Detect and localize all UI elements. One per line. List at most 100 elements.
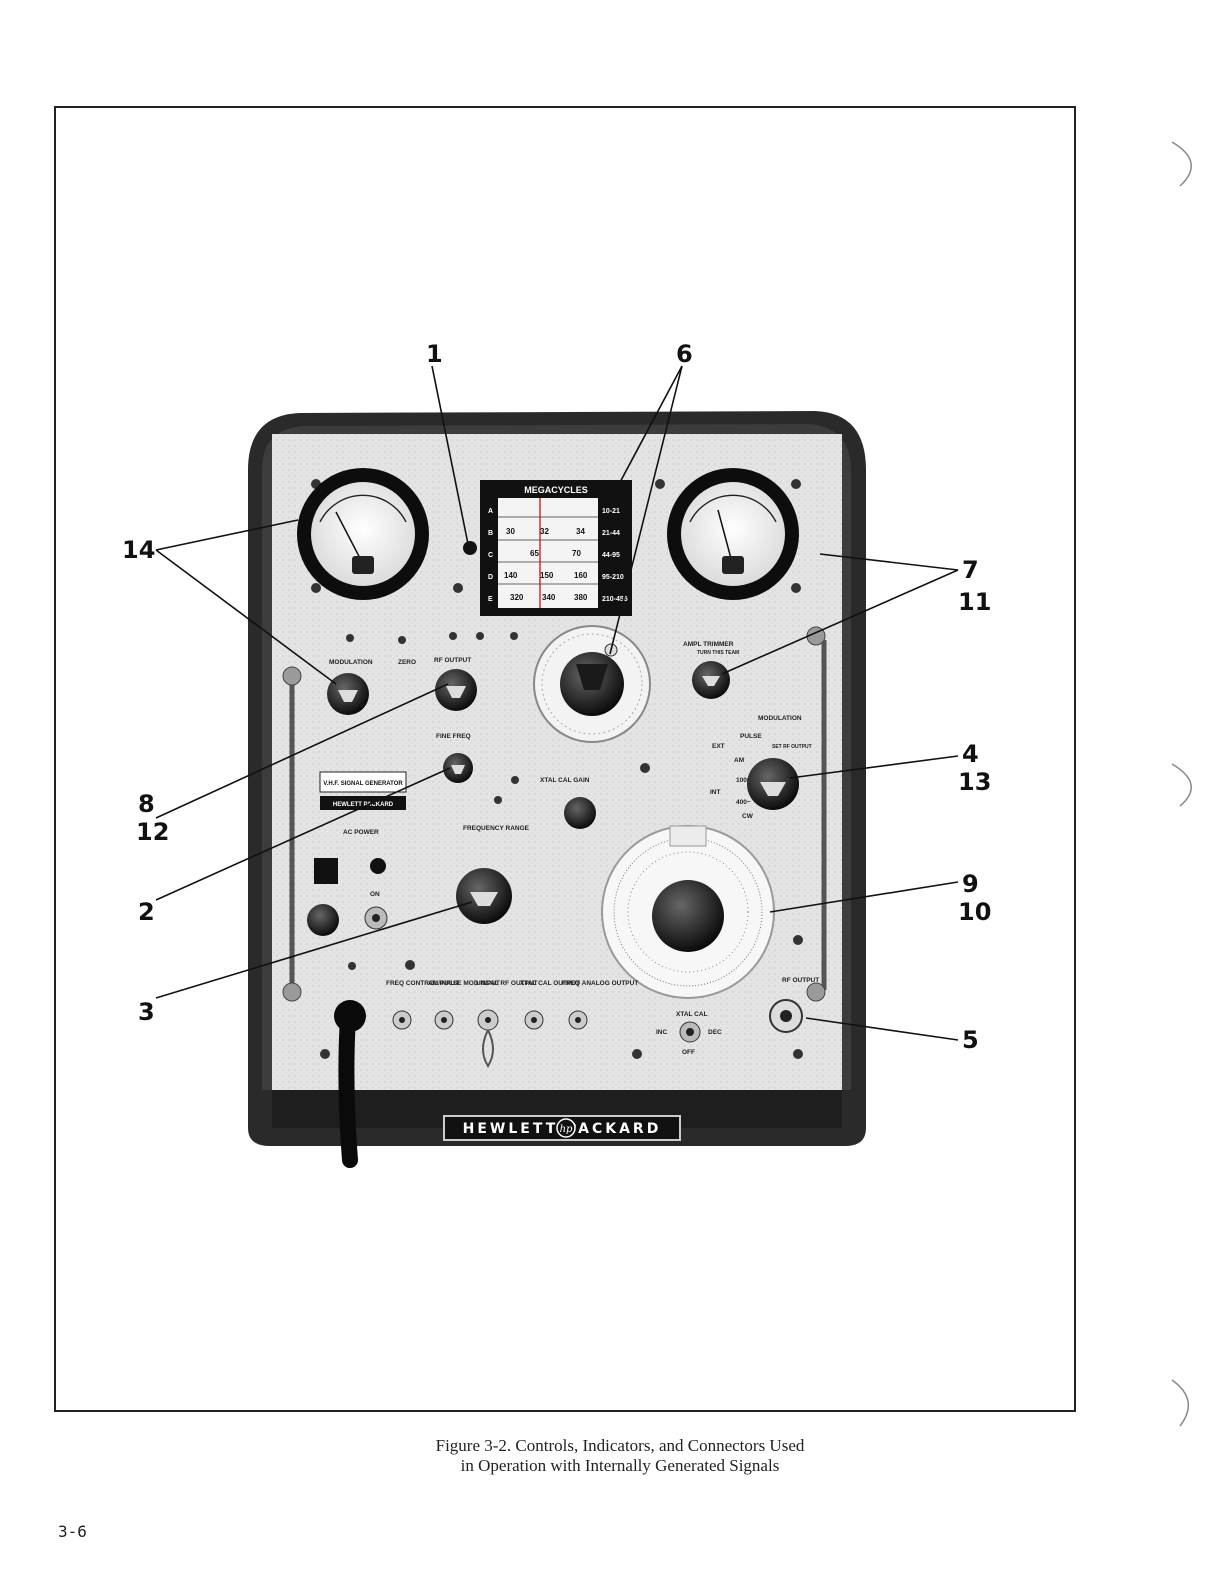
cw-label: CW bbox=[742, 813, 754, 820]
hewlett-packard-badge: HEWLETT PACKARD hp bbox=[443, 1115, 681, 1141]
modulation-right-label: MODULATION bbox=[758, 715, 802, 722]
callout-4: 4 bbox=[962, 740, 979, 768]
band-range-a: 10-21 bbox=[602, 508, 620, 515]
nameplate-line2: HEWLETT PACKARD bbox=[333, 802, 394, 808]
frequency-range-knob[interactable] bbox=[456, 868, 512, 924]
band-range-c: 44-95 bbox=[602, 552, 620, 559]
band-range-d: 95-210 bbox=[602, 574, 624, 581]
modulation-knob[interactable] bbox=[327, 673, 369, 715]
xtal-cal-gain-knob[interactable] bbox=[564, 797, 596, 829]
power-toggle-switch[interactable] bbox=[364, 906, 388, 930]
modulation-selector-knob[interactable] bbox=[747, 758, 799, 810]
frequency-tuning-dial[interactable] bbox=[533, 625, 651, 743]
inc-label: INC bbox=[656, 1029, 668, 1036]
freq-control-input-connector[interactable] bbox=[392, 1010, 412, 1030]
am-label: AM bbox=[734, 757, 744, 764]
rf-output-knob[interactable] bbox=[435, 669, 477, 711]
rf-output-label: RF OUTPUT bbox=[434, 657, 471, 664]
on-label: ON bbox=[370, 891, 380, 898]
callout-12: 12 bbox=[136, 818, 169, 846]
freq-400-label: 400~ bbox=[736, 799, 751, 806]
power-cord bbox=[338, 1010, 358, 1168]
ac-power-fuse[interactable] bbox=[307, 858, 339, 936]
binding-hole-marks bbox=[1171, 141, 1193, 1427]
xtal-cal-output-label: XTAL CAL OUTPUT bbox=[520, 980, 580, 987]
scale-d-1: 140 bbox=[504, 571, 518, 580]
ampl-trimmer-knob[interactable] bbox=[692, 661, 730, 699]
callout-10: 10 bbox=[958, 898, 991, 926]
dec-label: DEC bbox=[708, 1029, 722, 1036]
hp-logo-icon bbox=[556, 1118, 576, 1138]
freq-analog-output-label: FREQ ANALOG OUTPUT bbox=[562, 980, 638, 987]
xtal-cal-output-connector[interactable] bbox=[524, 1010, 544, 1030]
handle-mount-ul bbox=[282, 666, 302, 686]
callout-6: 6 bbox=[676, 340, 693, 368]
modulation-label: MODULATION bbox=[329, 659, 373, 666]
am-pulse-mod-input-label: AM/PULSE MOD INPUT bbox=[428, 980, 500, 987]
rf-output-connector[interactable] bbox=[769, 999, 803, 1033]
power-cord-grommet bbox=[334, 1000, 366, 1032]
meter-zero-screw[interactable] bbox=[463, 541, 477, 555]
callout-8: 8 bbox=[138, 790, 155, 818]
fine-freq-label: FINE FREQ bbox=[436, 733, 471, 740]
band-letter-c: C bbox=[488, 552, 493, 559]
handle-mount-ll bbox=[282, 982, 302, 1002]
page-number: 3-6 bbox=[58, 1522, 87, 1541]
callout-14: 14 bbox=[122, 536, 155, 564]
megacycles-dial-window: MEGACYCLES A B C D E 10-21 21-44 44-95 9… bbox=[480, 480, 632, 616]
pulse-label: PULSE bbox=[740, 733, 762, 740]
output-meter bbox=[667, 468, 799, 600]
meter-needle bbox=[335, 511, 364, 565]
ext-label: EXT bbox=[712, 743, 725, 750]
callout-leader-lines bbox=[155, 365, 959, 1041]
handle-mount-lr bbox=[806, 982, 826, 1002]
band-letter-e: E bbox=[488, 596, 493, 603]
off-label: OFF bbox=[682, 1049, 695, 1056]
scale-b-2: 32 bbox=[540, 527, 549, 536]
callout-3: 3 bbox=[138, 998, 155, 1026]
band-letter-a: A bbox=[488, 508, 493, 515]
rf-output-right-label: RF OUTPUT bbox=[782, 977, 819, 984]
am-pulse-mod-input-connector[interactable] bbox=[434, 1010, 454, 1030]
frequency-range-label: FREQUENCY RANGE bbox=[463, 825, 530, 832]
scale-d-3: 160 bbox=[574, 571, 588, 580]
ampl-trimmer-sub: TURN THIS TEAM bbox=[697, 650, 739, 656]
callout-11: 11 bbox=[958, 588, 991, 616]
nameplate-line1: V.H.F. SIGNAL GENERATOR bbox=[323, 781, 403, 787]
percent-modulation-meter bbox=[297, 468, 429, 600]
hp-logo-text: hp bbox=[560, 1124, 573, 1135]
scale-b-3: 34 bbox=[576, 527, 585, 536]
freq-control-input-label: FREQ CONTROL INPUT bbox=[386, 980, 459, 987]
caption-line-2: in Operation with Internally Generated S… bbox=[460, 1456, 780, 1475]
set-output-label: SET RF OUTPUT bbox=[772, 744, 812, 750]
uncal-rf-output-connector[interactable] bbox=[477, 1009, 499, 1068]
fine-freq-knob[interactable] bbox=[443, 753, 473, 783]
uncal-rf-output-label: UNCAL RF OUTPUT bbox=[476, 980, 538, 987]
band-letter-b: B bbox=[488, 530, 493, 537]
scale-b-1: 30 bbox=[506, 527, 515, 536]
scale-c-1: 65 bbox=[530, 549, 539, 558]
callout-7: 7 bbox=[962, 556, 979, 584]
ac-power-label: AC POWER bbox=[343, 829, 379, 836]
side-handles bbox=[289, 640, 827, 990]
int-label: INT bbox=[710, 789, 721, 796]
band-range-b: 21-44 bbox=[602, 530, 620, 537]
figure-frame bbox=[54, 106, 1076, 1412]
frequency-calibrated-dial[interactable] bbox=[601, 825, 775, 999]
panel-screws bbox=[311, 479, 803, 1059]
scale-c-2: 70 bbox=[572, 549, 581, 558]
scale-e-1: 320 bbox=[510, 593, 524, 602]
freq-analog-output-connector[interactable] bbox=[568, 1010, 588, 1030]
ampl-trimmer-label: AMPL TRIMMER bbox=[683, 641, 734, 648]
zero-label: ZERO bbox=[398, 659, 416, 666]
band-range-e: 210-455 bbox=[602, 596, 628, 603]
scale-e-3: 380 bbox=[574, 593, 588, 602]
scale-e-2: 340 bbox=[542, 593, 556, 602]
callout-9: 9 bbox=[962, 870, 979, 898]
caption-line-1: Figure 3-2. Controls, Indicators, and Co… bbox=[435, 1436, 805, 1455]
pilot-lamp bbox=[370, 858, 386, 874]
callout-13: 13 bbox=[958, 768, 991, 796]
megacycles-title: MEGACYCLES bbox=[524, 485, 588, 495]
xtal-cal-switch[interactable] bbox=[679, 1021, 701, 1043]
freq-1000-label: 1000~ bbox=[736, 777, 754, 784]
